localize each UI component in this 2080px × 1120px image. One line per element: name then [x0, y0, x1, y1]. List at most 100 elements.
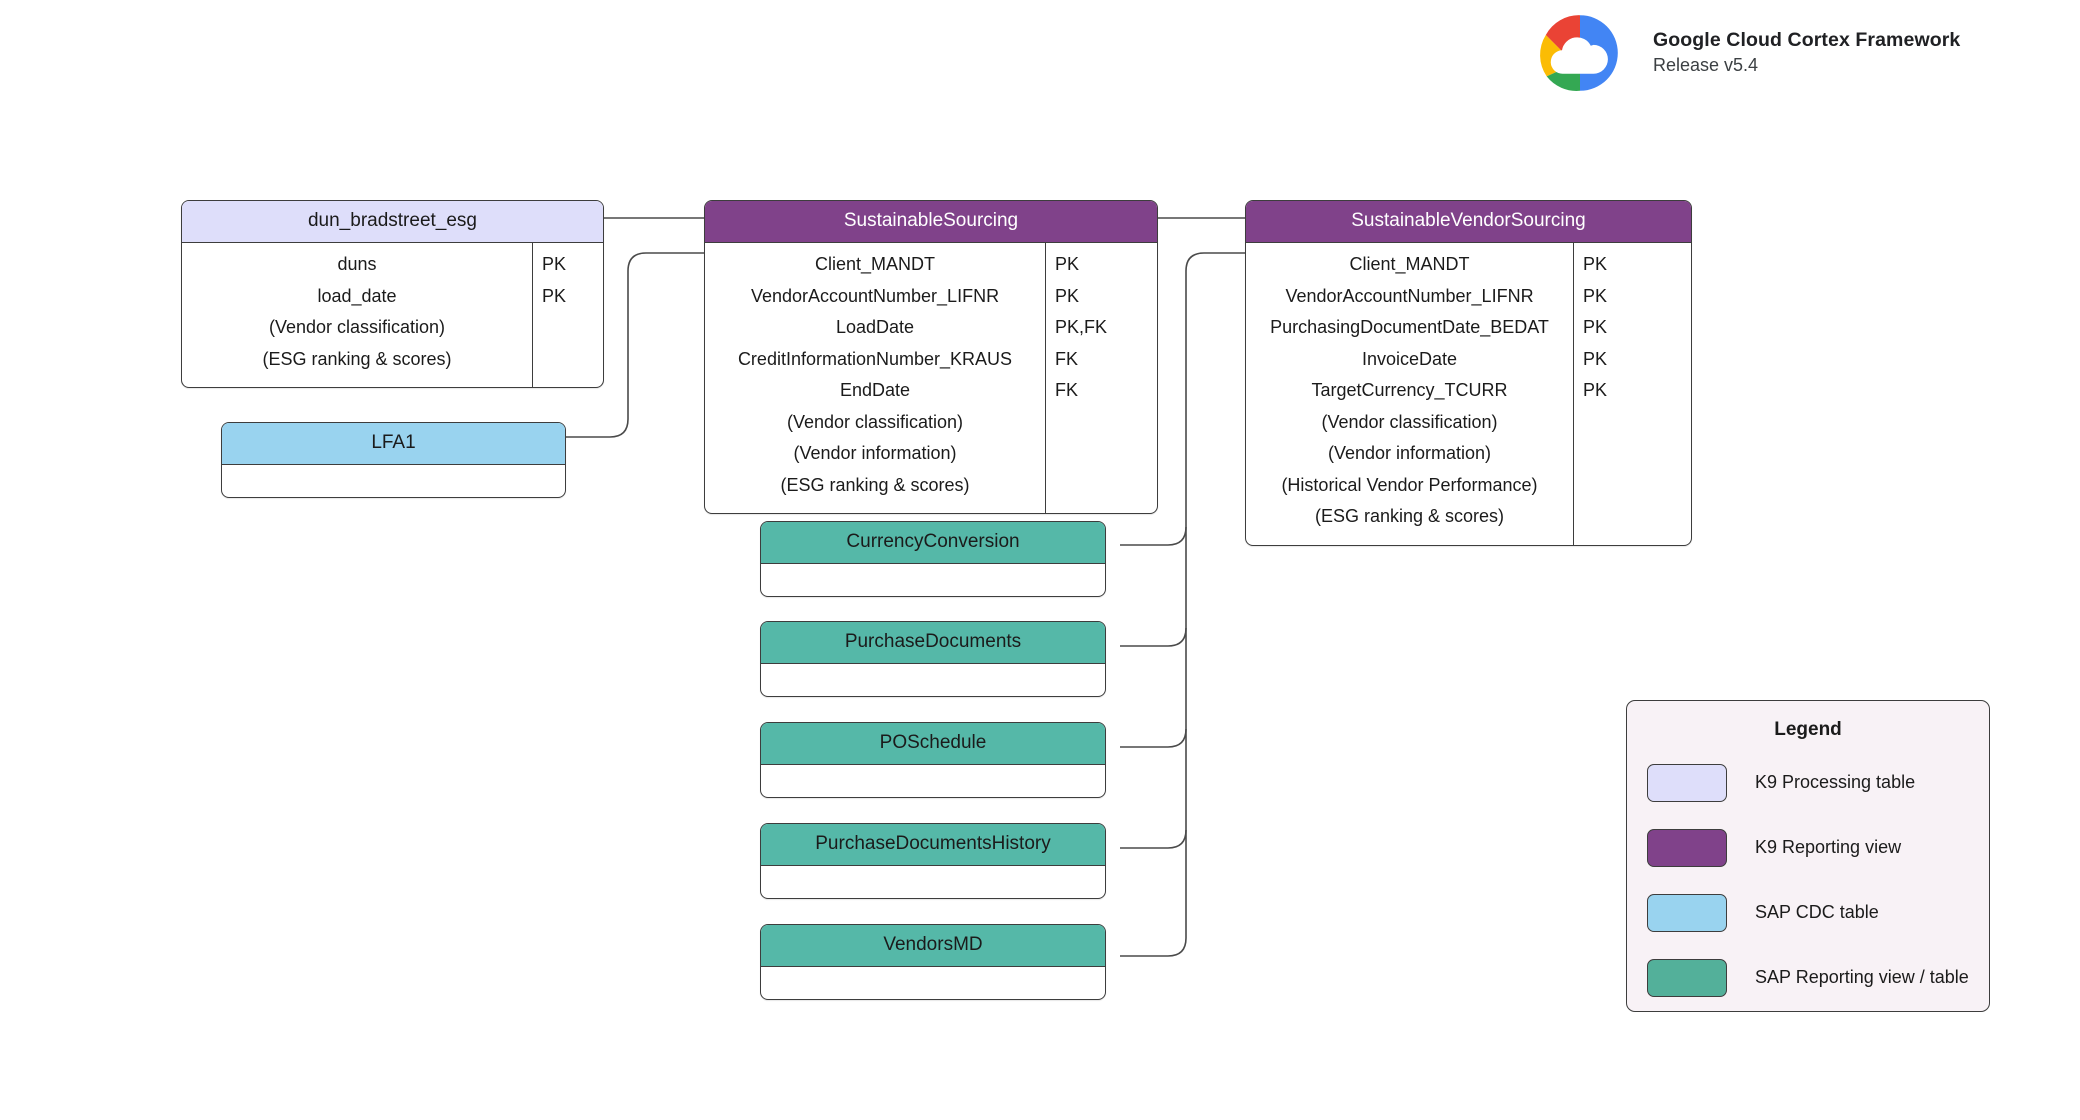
key-row: PK — [542, 254, 567, 274]
field-row: (Vendor information) — [793, 443, 957, 463]
entity-currency-conversion[interactable]: CurrencyConversion — [760, 521, 1106, 597]
key-row — [1574, 407, 1691, 439]
field-row: Client_MANDT — [1349, 254, 1470, 274]
entity-vendors-md[interactable]: VendorsMD — [760, 924, 1106, 1000]
entity-title: POSchedule — [761, 723, 1105, 765]
key-row — [1046, 438, 1157, 470]
key-row — [1046, 407, 1157, 439]
field-row: InvoiceDate — [1361, 348, 1458, 369]
legend-item-label: SAP CDC table — [1755, 902, 1879, 922]
key-row: FK — [1055, 348, 1079, 369]
field-row: EndDate — [839, 380, 911, 400]
entity-sustainable-vendor-sourcing[interactable]: SustainableVendorSourcing Client_MANDT V… — [1245, 200, 1692, 546]
legend-swatch-icon — [1647, 958, 1727, 997]
legend-item-label: K9 Processing table — [1755, 772, 1916, 792]
entity-body — [761, 967, 1105, 999]
entity-field-column — [761, 765, 1105, 797]
brand-release: Release v5.4 — [1653, 54, 1759, 75]
entity-title: CurrencyConversion — [761, 522, 1105, 564]
entity-field-column — [761, 664, 1105, 696]
entity-sustainable-sourcing[interactable]: SustainableSourcing Client_MANDT VendorA… — [704, 200, 1158, 514]
entity-purchase-documents[interactable]: PurchaseDocuments — [760, 621, 1106, 697]
entity-body — [222, 465, 565, 497]
field-row: CreditInformationNumber_KRAUS — [737, 348, 1013, 369]
entity-key-column: PK PK — [532, 243, 603, 387]
entity-title: VendorsMD — [761, 925, 1105, 967]
field-row: VendorAccountNumber_LIFNR — [1285, 285, 1534, 306]
legend-title: Legend — [1774, 719, 1842, 740]
entity-field-column — [761, 866, 1105, 898]
key-row — [1574, 438, 1691, 470]
key-row: PK — [1055, 285, 1080, 306]
field-row: (ESG ranking & scores) — [262, 348, 452, 369]
entity-field-column: duns load_date (Vendor classification) (… — [182, 243, 532, 387]
field-row: TargetCurrency_TCURR — [1311, 380, 1508, 400]
entity-body: duns load_date (Vendor classification) (… — [182, 243, 603, 387]
key-row: PK — [1583, 285, 1608, 306]
field-row: (Vendor classification) — [786, 411, 964, 432]
field-row: PurchasingDocumentDate_BEDAT — [1270, 317, 1549, 337]
field-row: VendorAccountNumber_LIFNR — [750, 285, 1000, 306]
entity-field-column — [222, 465, 565, 497]
entity-title: SustainableSourcing — [705, 201, 1157, 243]
google-cloud-logo-icon — [1540, 15, 1618, 91]
entity-body — [761, 866, 1105, 898]
entity-title: LFA1 — [222, 423, 565, 465]
legend-item-label: SAP Reporting view / table — [1755, 967, 1969, 987]
key-row: PK — [1583, 348, 1608, 369]
entity-field-column: Client_MANDT VendorAccountNumber_LIFNR L… — [705, 243, 1045, 513]
entity-body: Client_MANDT VendorAccountNumber_LIFNR P… — [1246, 243, 1691, 545]
field-row: (Vendor classification) — [1321, 411, 1498, 432]
entity-dun-bradstreet-esg[interactable]: dun_bradstreet_esg duns load_date (Vendo… — [181, 200, 604, 388]
connector-currencyconversion-to-bus — [1120, 526, 1187, 546]
field-row: (ESG ranking & scores) — [1314, 506, 1505, 526]
key-row — [533, 312, 603, 344]
entity-field-column — [761, 564, 1105, 596]
legend-swatch-icon — [1647, 893, 1727, 932]
key-row — [1574, 501, 1691, 533]
key-row: PK — [1583, 254, 1608, 274]
entity-field-column: Client_MANDT VendorAccountNumber_LIFNR P… — [1246, 243, 1573, 545]
key-row: PK — [1583, 380, 1608, 400]
entity-purchase-documents-history[interactable]: PurchaseDocumentsHistory — [760, 823, 1106, 899]
key-row: PK,FK — [1055, 317, 1108, 337]
legend-panel: Legend K9 Processing table K9 Reporting … — [1626, 700, 1990, 1012]
key-row: PK — [542, 285, 567, 306]
field-row: duns — [337, 254, 377, 274]
connector-purchasedocumentshistory-to-bus — [1120, 829, 1187, 849]
legend-swatch-icon — [1647, 763, 1727, 802]
field-row: load_date — [317, 285, 397, 306]
entity-lfa1[interactable]: LFA1 — [221, 422, 566, 498]
entity-key-column: PK PK PK PK PK — [1573, 243, 1691, 545]
key-row: FK — [1055, 380, 1079, 400]
entity-po-schedule[interactable]: POSchedule — [760, 722, 1106, 798]
legend-item-k9-processing-table: K9 Processing table — [1647, 755, 1969, 810]
field-row: (Vendor classification) — [268, 317, 446, 337]
legend-swatch-icon — [1647, 828, 1727, 867]
legend-item-label: K9 Reporting view — [1755, 837, 1902, 857]
entity-body — [761, 564, 1105, 596]
legend-item-sap-reporting-view: SAP Reporting view / table — [1647, 950, 1969, 1005]
entity-title: PurchaseDocumentsHistory — [761, 824, 1105, 866]
entity-field-column — [761, 967, 1105, 999]
field-row: (ESG ranking & scores) — [780, 474, 970, 495]
entity-title: PurchaseDocuments — [761, 622, 1105, 664]
entity-title: SustainableVendorSourcing — [1246, 201, 1691, 243]
connector-purchasedocuments-to-bus — [1120, 627, 1187, 647]
field-row: (Vendor information) — [1327, 443, 1492, 463]
entity-body — [761, 664, 1105, 696]
key-row — [1046, 470, 1157, 502]
entity-body — [761, 765, 1105, 797]
brand-header: Google Cloud Cortex Framework Release v5… — [1525, 8, 1960, 98]
legend-item-sap-cdc-table: SAP CDC table — [1647, 885, 1969, 940]
legend-item-k9-reporting-view: K9 Reporting view — [1647, 820, 1969, 875]
key-row — [533, 344, 603, 376]
field-row: Client_MANDT — [814, 254, 936, 274]
connector-poschedule-to-bus — [1120, 728, 1187, 748]
key-row: PK — [1055, 254, 1080, 274]
field-row: LoadDate — [835, 317, 915, 337]
key-row — [1574, 470, 1691, 502]
entity-body: Client_MANDT VendorAccountNumber_LIFNR L… — [705, 243, 1157, 513]
field-row: (Historical Vendor Performance) — [1281, 474, 1538, 495]
entity-key-column: PK PK PK,FK FK FK — [1045, 243, 1157, 513]
